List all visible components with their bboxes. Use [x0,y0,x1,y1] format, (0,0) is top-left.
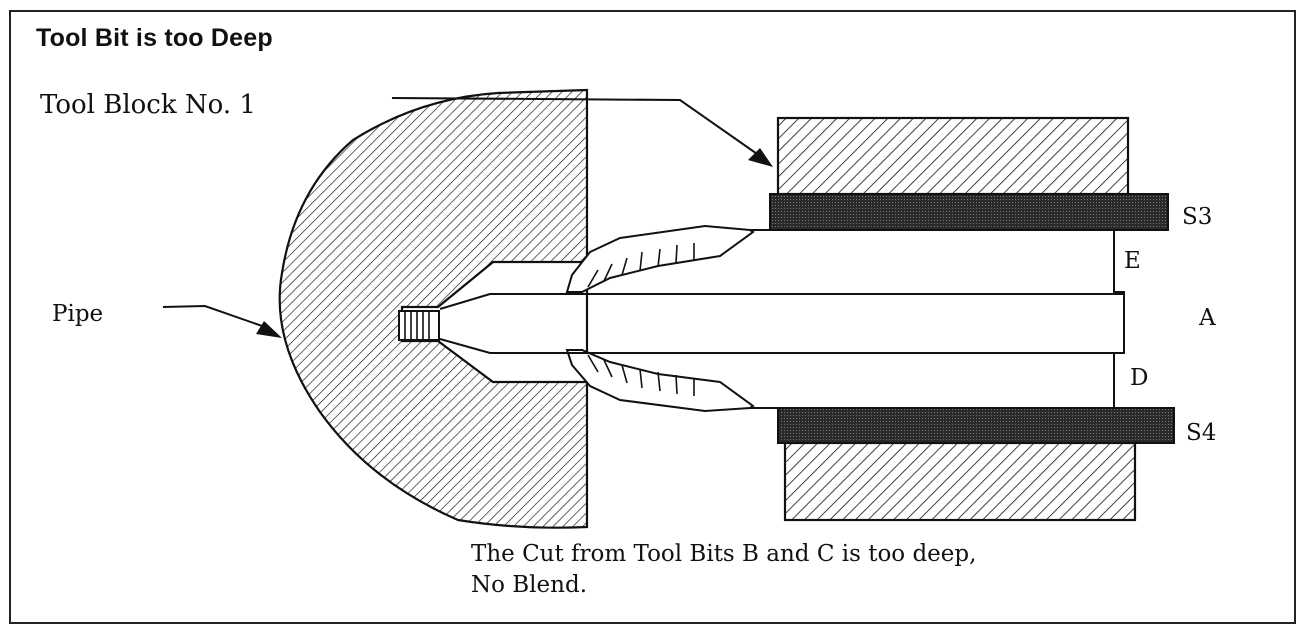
caption-line-1: The Cut from Tool Bits B and C is too de… [471,541,976,567]
figure-title: Tool Bit is too Deep [36,24,273,52]
label-d: D [1130,365,1148,391]
leader-tool-block [391,97,773,167]
shim-s4 [777,407,1175,444]
label-e: E [1124,248,1141,274]
tool-bit-lower [565,349,755,413]
leader-pipe [162,304,282,338]
cutter-bore [750,229,1125,409]
label-s4: S4 [1186,420,1216,446]
pipe-wall [439,293,1124,354]
label-s3: S3 [1182,204,1212,230]
tool-block-top [776,116,1130,196]
caption-line-2: No Blend. [471,572,587,598]
pipe-end-stub [398,310,440,341]
tool-bit-upper [565,224,755,293]
shim-s3 [769,193,1169,231]
pipe-body [278,88,589,529]
label-a: A [1198,305,1216,331]
tool-block-bottom [783,441,1137,522]
label-pipe: Pipe [52,301,103,327]
label-tool-block: Tool Block No. 1 [40,90,256,120]
figure-frame [9,10,1296,624]
